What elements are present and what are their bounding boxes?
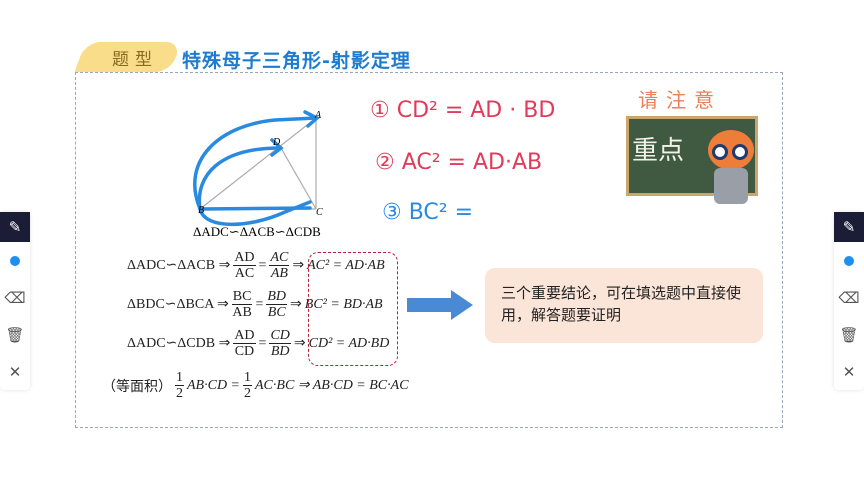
chalkboard-text: 重点 bbox=[632, 136, 685, 166]
segment-cd bbox=[280, 147, 317, 210]
right-arrow-icon bbox=[407, 290, 473, 320]
handwritten-line-1: ① CD² = AD · BD bbox=[370, 98, 556, 123]
triangle-diagram: B C A D bbox=[193, 110, 323, 227]
close-icon[interactable]: ✕ bbox=[8, 362, 22, 381]
label-a: A bbox=[314, 110, 322, 121]
color-picker[interactable] bbox=[834, 242, 864, 279]
label-b: B bbox=[198, 205, 204, 216]
right-toolbar: ✎ ⌫ 🗑 ✕ bbox=[834, 212, 864, 390]
similarity: ΔADC∽ΔCDB ⇒ bbox=[127, 336, 231, 351]
label-d: D bbox=[272, 137, 281, 148]
pen-icon[interactable]: ✎ bbox=[0, 212, 30, 242]
diagram-caption: ΔADC∽ΔACB∽ΔCDB bbox=[193, 224, 321, 239]
similarity: ΔADC∽ΔACB ⇒ bbox=[127, 258, 231, 273]
teacher-mascot bbox=[702, 130, 760, 210]
handwritten-line-2: ② AC² = AD·AB bbox=[375, 150, 543, 175]
callout-box: 三个重要结论，可在填选题中直接使用，解答题要证明 bbox=[485, 268, 763, 343]
side-ab bbox=[199, 117, 317, 210]
highlight-box bbox=[308, 252, 398, 366]
left-toolbar: ✎ ⌫ 🗑 ✕ bbox=[0, 212, 30, 390]
clear-icon[interactable]: 🗑 bbox=[839, 325, 859, 344]
eraser-icon[interactable]: ⌫ bbox=[838, 288, 860, 307]
result: CD² = AD·BD bbox=[308, 335, 390, 351]
result: AC² = AD·AB bbox=[307, 257, 385, 273]
page-title: 特殊母子三角形-射影定理 bbox=[182, 50, 411, 72]
label-c: C bbox=[316, 207, 323, 218]
section-tag: 题型 bbox=[112, 50, 158, 70]
eraser-icon[interactable]: ⌫ bbox=[4, 288, 26, 307]
close-icon[interactable]: ✕ bbox=[842, 362, 856, 381]
notice-heading: 请注意 bbox=[638, 88, 722, 112]
similarity: ΔBDC∽ΔBCA ⇒ bbox=[127, 297, 229, 312]
handwritten-line-3: ③ BC² = bbox=[382, 200, 474, 225]
clear-icon[interactable]: 🗑 bbox=[5, 325, 25, 344]
color-picker[interactable] bbox=[0, 242, 30, 279]
content-frame bbox=[75, 72, 783, 428]
result: BC² = BD·AB bbox=[304, 296, 383, 312]
hand-drawn-arrows bbox=[193, 110, 321, 227]
pen-icon[interactable]: ✎ bbox=[834, 212, 864, 242]
